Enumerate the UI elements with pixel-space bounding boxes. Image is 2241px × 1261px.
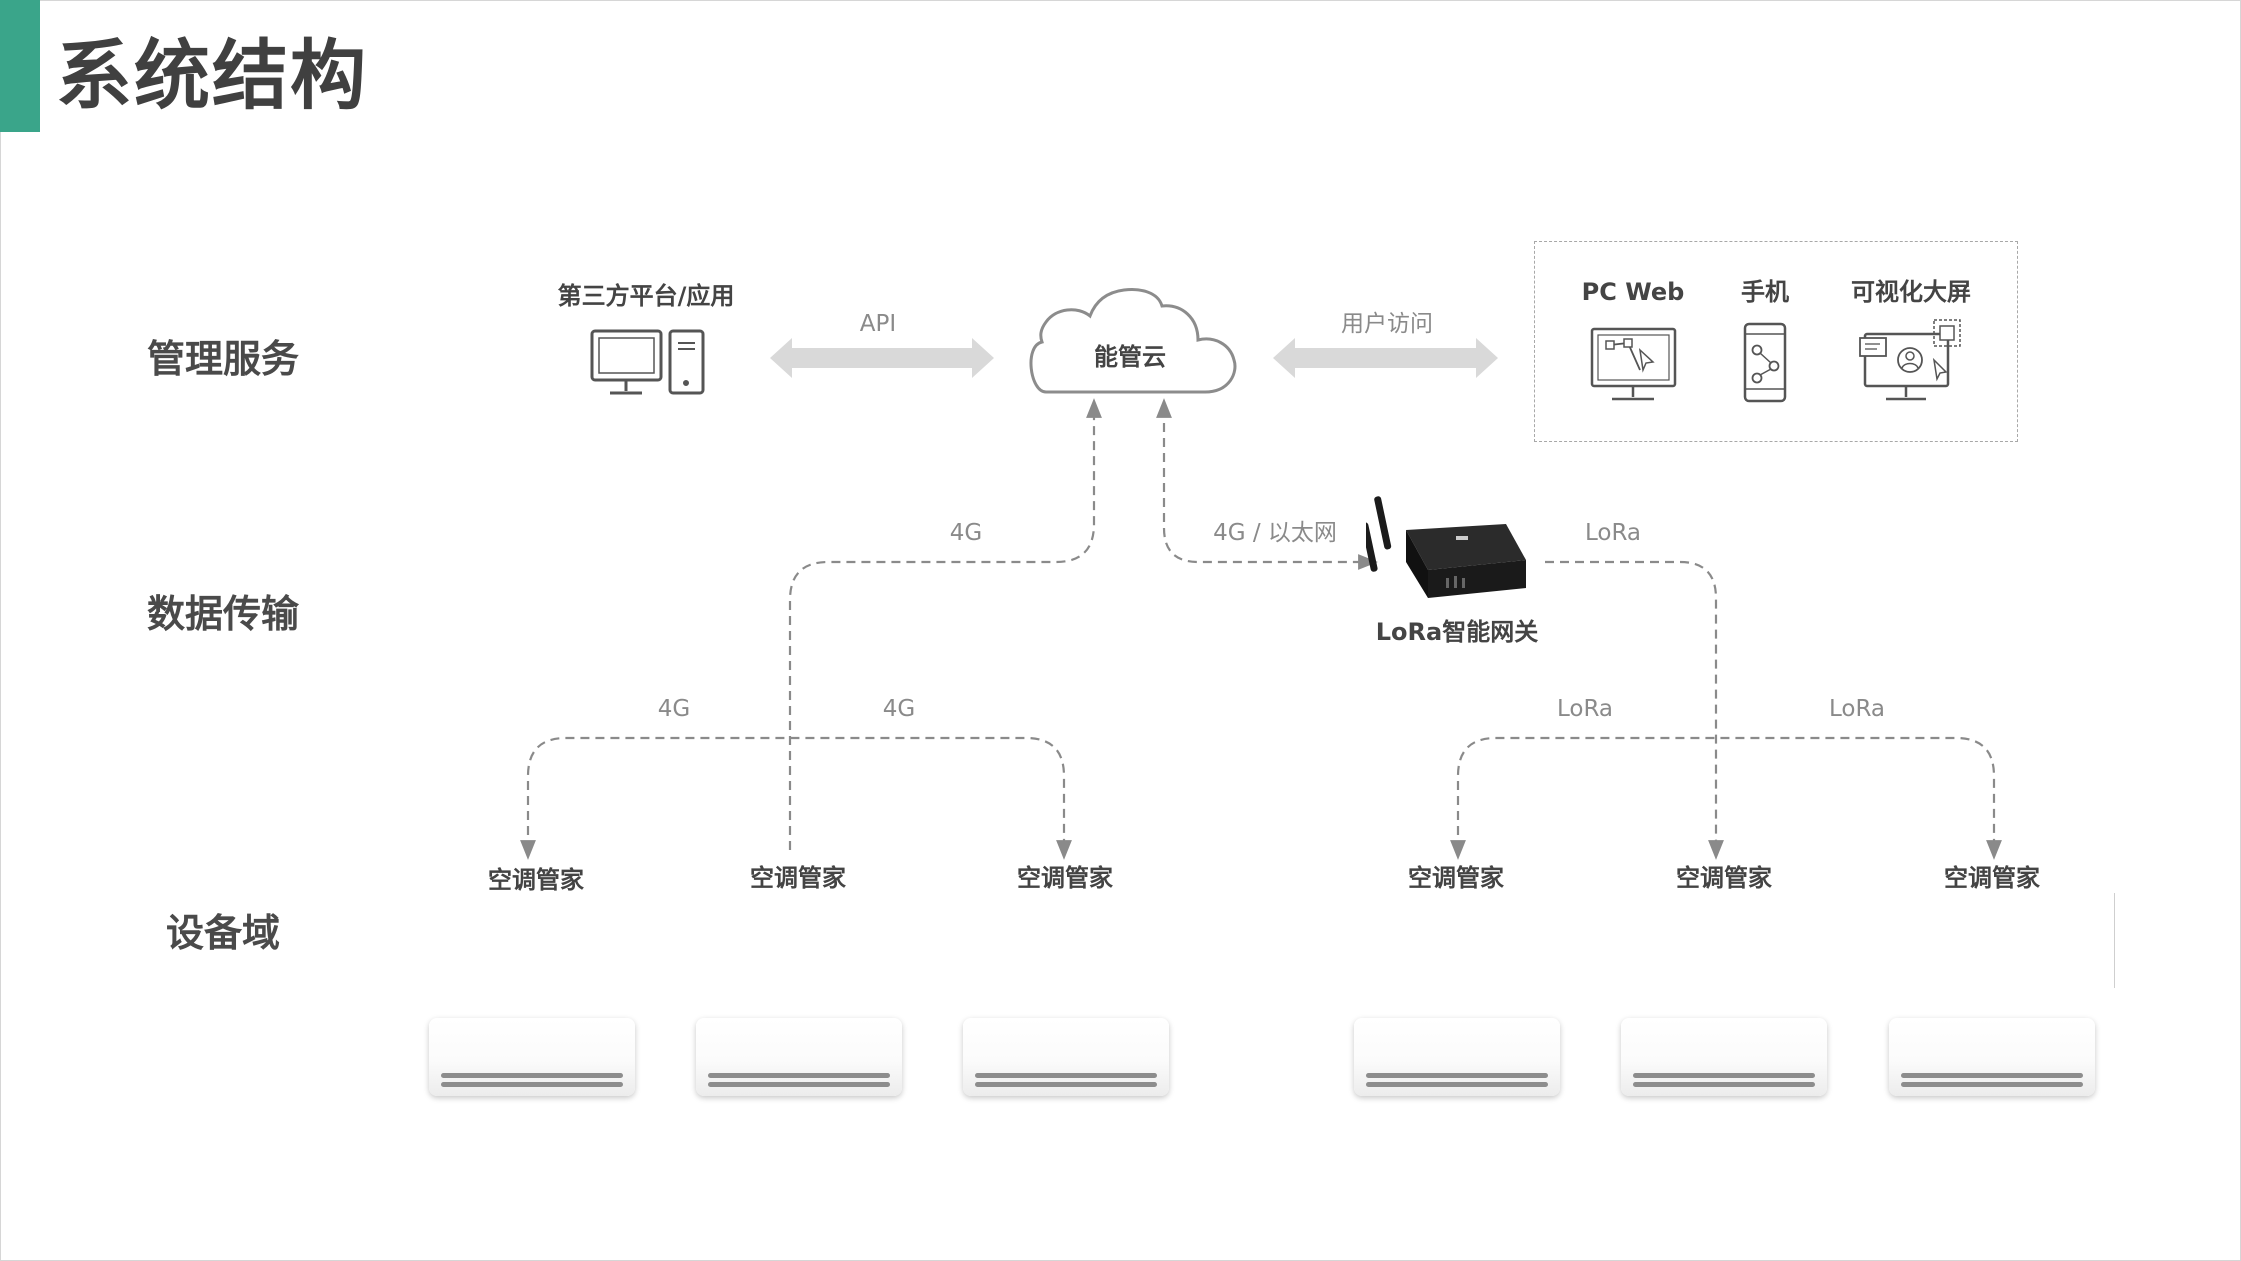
air-conditioner-icon [429, 1018, 635, 1098]
air-conditioner-icon [1621, 1018, 1827, 1098]
link-label-branch-right-b: LoRa [1828, 696, 1886, 722]
branch-left [520, 736, 1072, 860]
air-conditioner-icon [1354, 1018, 1560, 1098]
page-title: 系统结构 [56, 31, 368, 120]
gateway-label: LoRa智能网关 [1375, 618, 1539, 646]
client-label-big-screen: 可视化大屏 [1851, 278, 1971, 306]
client-label-phone: 手机 [1741, 278, 1789, 306]
client-group-box [1534, 241, 2018, 442]
link-label-branch-right-a: LoRa [1556, 696, 1614, 722]
link-label-4g-ethernet: 4G / 以太网 [1213, 520, 1337, 546]
ac-manager-label-4: 空调管家 [1408, 864, 1504, 892]
layer-label-transmission: 数据传输 [147, 592, 300, 636]
antenna-icon [1361, 496, 1392, 572]
air-conditioner-icon [696, 1018, 902, 1098]
air-conditioner-icon [1889, 1018, 2095, 1098]
ac-manager-label-6: 空调管家 [1944, 864, 2040, 892]
cloud-label: 能管云 [1094, 343, 1166, 371]
big-screen-icon [1859, 319, 1961, 401]
ac-manager-label-3: 空调管家 [1017, 864, 1113, 892]
desktop-computer-icon [590, 329, 705, 395]
link-label-gateway-lora: LoRa [1584, 520, 1642, 546]
third-party-label: 第三方平台/应用 [557, 282, 735, 310]
title-accent-bar [0, 0, 40, 132]
link-label-api: API [859, 311, 897, 337]
api-double-arrow [770, 338, 994, 378]
client-label-pc-web: PC Web [1581, 278, 1685, 306]
link-label-branch-left-b: 4G [882, 696, 916, 722]
link-gateway-lora [1545, 560, 1724, 860]
branch-right [1450, 736, 2002, 860]
link-4g-to-cloud [788, 398, 1102, 850]
divider-line [2114, 893, 2115, 988]
link-label-user-access: 用户访问 [1341, 311, 1433, 337]
link-cloud-to-gateway [1156, 398, 1378, 570]
ac-manager-label-2: 空调管家 [750, 864, 846, 892]
link-label-branch-left-a: 4G [657, 696, 691, 722]
user-access-double-arrow [1273, 338, 1498, 378]
cloud-icon [1029, 288, 1237, 394]
layer-label-device: 设备域 [166, 911, 281, 955]
phone-icon [1743, 322, 1787, 403]
pc-web-icon [1590, 327, 1677, 401]
ac-manager-label-5: 空调管家 [1676, 864, 1772, 892]
lora-gateway-device [1361, 492, 1536, 608]
air-conditioner-icon [963, 1018, 1169, 1098]
link-label-cloud-4g: 4G [949, 520, 983, 546]
ac-manager-label-1: 空调管家 [488, 866, 584, 894]
layer-label-management: 管理服务 [147, 337, 300, 381]
